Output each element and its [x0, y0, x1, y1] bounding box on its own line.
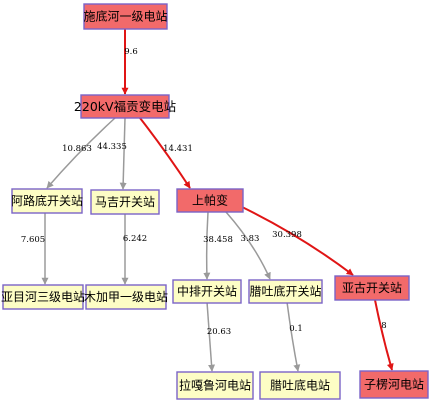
node-label-shangpa: 上帕变: [192, 193, 228, 208]
node-lagalu[interactable]: 拉嘎鲁河电站: [176, 371, 254, 400]
node-maji[interactable]: 马吉开关站: [90, 189, 160, 215]
edges: [41, 28, 394, 372]
node-label-maji: 马吉开关站: [95, 195, 155, 209]
node-yamu[interactable]: 亚目河三级电站: [1, 284, 85, 310]
node-label-shidihe: 施底河一级电站: [83, 9, 167, 24]
node-label-latudi-station: 腊吐底电站: [270, 378, 330, 393]
node-shidihe[interactable]: 施底河一级电站: [83, 3, 168, 30]
edge-label-fugong-maji: 44.335: [97, 142, 127, 152]
edge-label-maji-mujia: 6.242: [123, 234, 147, 244]
node-zhongpai[interactable]: 中排开关站: [172, 279, 242, 304]
node-alu[interactable]: 阿路底开关站: [11, 188, 83, 214]
edge-zhongpai-lagalu: [206, 301, 216, 372]
node-latu[interactable]: 腊吐底开关站: [248, 279, 323, 304]
edge-label-fugong-alu: 10.863: [62, 144, 92, 154]
edge-label-latu-latudistation: 0.1: [289, 324, 303, 334]
edge-yagu-zilao: [374, 299, 394, 371]
edge-label-zhongpai-lagalu: 20.63: [207, 327, 231, 337]
node-yagu[interactable]: 亚古开关站: [334, 275, 410, 301]
node-label-zhongpai: 中排开关站: [177, 284, 237, 299]
edge-latu-latudistation: [286, 301, 301, 372]
node-label-mujia: 木加甲一级电站: [84, 290, 168, 304]
node-label-lagalu: 拉嘎鲁河电站: [179, 378, 251, 393]
edge-label-shangpa-yagu: 30.398: [272, 230, 302, 240]
edge-labels: 9.6 10.863 44.335 14.431 7.605 6.242 38.…: [21, 47, 387, 337]
edge-label-shangpa-latu: 3.83: [241, 234, 260, 244]
node-fugong[interactable]: 220kV福贡变电站: [74, 94, 176, 119]
node-zilao[interactable]: 子楞河电站: [359, 370, 429, 399]
node-label-latu: 腊吐底开关站: [249, 284, 321, 299]
node-mujia[interactable]: 木加甲一级电站: [84, 284, 168, 310]
edge-fugong-alu: [46, 117, 116, 189]
edge-label-shangpa-zhongpai: 38.458: [203, 235, 233, 245]
edge-label-alu-yamu: 7.605: [21, 235, 45, 245]
nodes: 施底河一级电站 220kV福贡变电站 阿路底开关站 马吉开关站 上帕变 亚目河三…: [1, 3, 429, 400]
edge-label-yagu-zilao: 8: [381, 321, 386, 331]
node-label-fugong: 220kV福贡变电站: [74, 99, 176, 114]
edge-fugong-shangpa: [139, 117, 191, 189]
edge-shangpa-zhongpai: [203, 211, 211, 280]
edge-shangpa-yagu: [239, 205, 354, 276]
node-label-zilao: 子楞河电站: [364, 377, 424, 392]
node-label-yagu: 亚古开关站: [342, 280, 402, 295]
edge-shangpa-latu: [225, 211, 271, 280]
edge-label-shidihe-fugong: 9.6: [124, 47, 138, 57]
node-label-yamu: 亚目河三级电站: [1, 290, 85, 304]
node-label-alu: 阿路底开关站: [11, 193, 83, 208]
edge-label-fugong-shangpa: 14.431: [163, 144, 193, 154]
node-shangpa[interactable]: 上帕变: [176, 188, 244, 213]
node-latudi-station[interactable]: 腊吐底电站: [259, 371, 341, 400]
edge-fugong-maji: [119, 117, 127, 190]
